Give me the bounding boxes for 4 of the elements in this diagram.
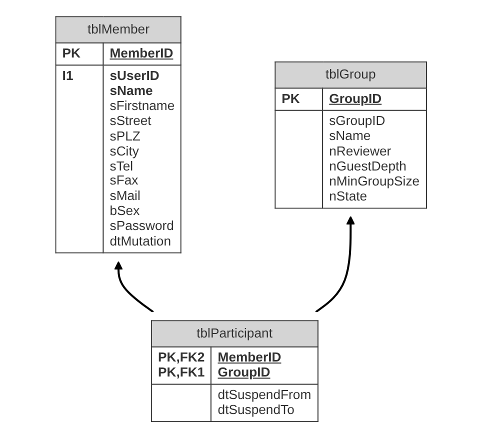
node-text: tblMember PK MemberID I1 sUserID sName sFirstname sStreet sPLZ sCity sTel sFax sMail bSex sPassword dtMutation — [62, 21, 175, 249]
arrow — [114, 261, 154, 313]
arrow — [315, 216, 356, 313]
node-text: tblParticipant PK,FK2 PK,FK1 MemberID GroupID dtSuspendFrom dtSuspendTo — [158, 325, 312, 417]
